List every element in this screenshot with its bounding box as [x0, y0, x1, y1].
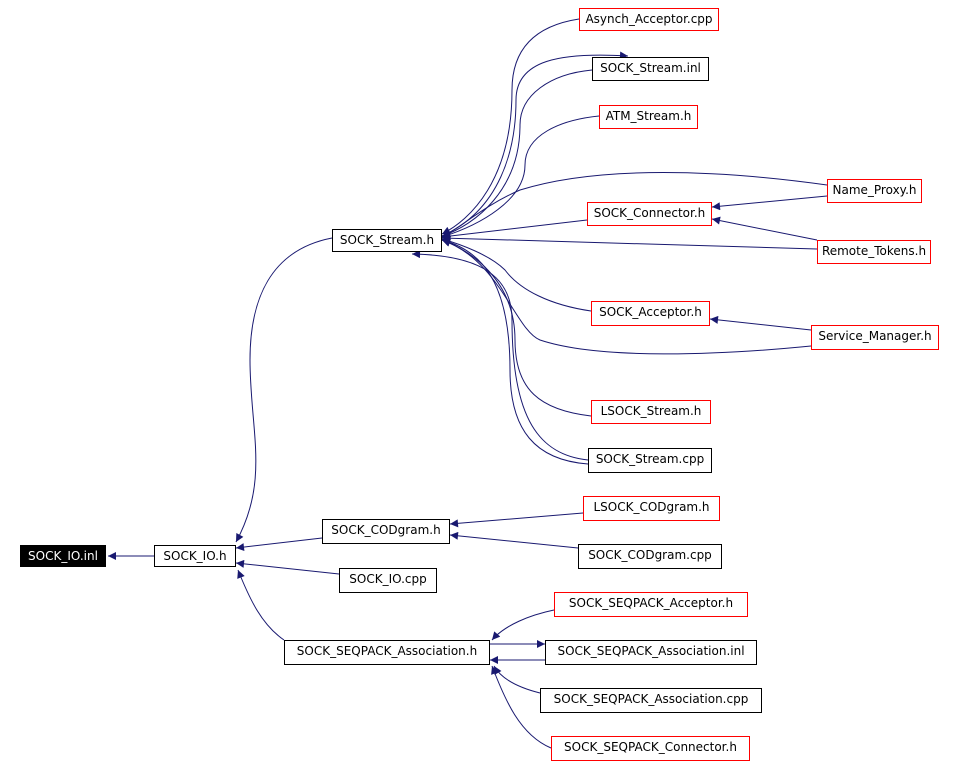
node-lsock-stream-h[interactable]: LSOCK_Stream.h: [591, 400, 711, 424]
node-service-manager-h[interactable]: Service_Manager.h: [811, 325, 939, 350]
edge-lsock-codgram-to-codgram-h: [449, 512, 584, 528]
edge-name-proxy-to-stream-h: [441, 172, 828, 238]
edge-stream-inl-to-stream-h: [441, 69, 593, 238]
edge-atm-stream-to-stream-h: [441, 115, 600, 239]
edge-seqpack-assoc-h-to-io-h: [237, 569, 285, 641]
node-remote-tokens-h[interactable]: Remote_Tokens.h: [817, 240, 931, 264]
node-sock-stream-inl[interactable]: SOCK_Stream.inl: [592, 57, 709, 81]
edge-codgram-h-to-io-h: [235, 537, 323, 552]
edge-asynch-acceptor-to-stream-h: [441, 18, 580, 235]
edge-name-proxy-to-connector: [711, 195, 828, 211]
edge-stream-h-to-stream-inl: [441, 51, 629, 237]
node-sock-seqpack-connector-h[interactable]: SOCK_SEQPACK_Connector.h: [551, 736, 750, 761]
node-sock-stream-h[interactable]: SOCK_Stream.h: [332, 229, 442, 252]
edge-acceptor-to-stream-h: [441, 237, 592, 312]
node-sock-io-h[interactable]: SOCK_IO.h: [154, 545, 236, 567]
node-sock-io-inl: SOCK_IO.inl: [20, 545, 106, 567]
node-sock-acceptor-h[interactable]: SOCK_Acceptor.h: [591, 301, 710, 326]
node-sock-stream-cpp[interactable]: SOCK_Stream.cpp: [588, 448, 712, 473]
edge-seqpack-acceptor-to-association-h: [491, 609, 555, 641]
edge-stream-cpp-to-stream-h: [441, 238, 589, 465]
edge-seqpack-connector-to-association-h: [491, 665, 552, 749]
node-sock-seqpack-acceptor-h[interactable]: SOCK_SEQPACK_Acceptor.h: [554, 592, 748, 617]
edge-lsock-stream-to-stream-h: [441, 238, 592, 417]
node-lsock-codgram-h[interactable]: LSOCK_CODgram.h: [583, 496, 720, 521]
edge-stream-cpp-back-to-stream-h: [411, 250, 589, 461]
edge-remote-tokens-to-connector: [711, 216, 818, 241]
node-sock-io-cpp[interactable]: SOCK_IO.cpp: [339, 568, 437, 593]
edge-connector-to-stream-h: [441, 219, 588, 241]
edge-service-manager-to-stream-h: [441, 238, 812, 355]
node-asynch-acceptor-cpp[interactable]: Asynch_Acceptor.cpp: [579, 8, 719, 31]
edge-codgram-cpp-to-codgram-h: [449, 531, 579, 549]
node-sock-seqpack-association-inl[interactable]: SOCK_SEQPACK_Association.inl: [545, 640, 757, 665]
edge-io-cpp-to-io-h: [235, 559, 340, 575]
node-sock-seqpack-association-h[interactable]: SOCK_SEQPACK_Association.h: [284, 640, 490, 665]
node-sock-connector-h[interactable]: SOCK_Connector.h: [587, 202, 712, 226]
node-sock-seqpack-association-cpp[interactable]: SOCK_SEQPACK_Association.cpp: [540, 688, 762, 713]
node-name-proxy-h[interactable]: Name_Proxy.h: [827, 179, 922, 203]
edge-remote-tokens-to-stream-h: [441, 234, 818, 250]
node-sock-codgram-h[interactable]: SOCK_CODgram.h: [322, 519, 450, 544]
node-sock-codgram-cpp[interactable]: SOCK_CODgram.cpp: [578, 544, 722, 569]
node-atm-stream-h[interactable]: ATM_Stream.h: [599, 105, 698, 129]
edge-service-manager-to-acceptor: [709, 315, 812, 331]
edge-stream-h-to-io-h: [235, 237, 333, 543]
